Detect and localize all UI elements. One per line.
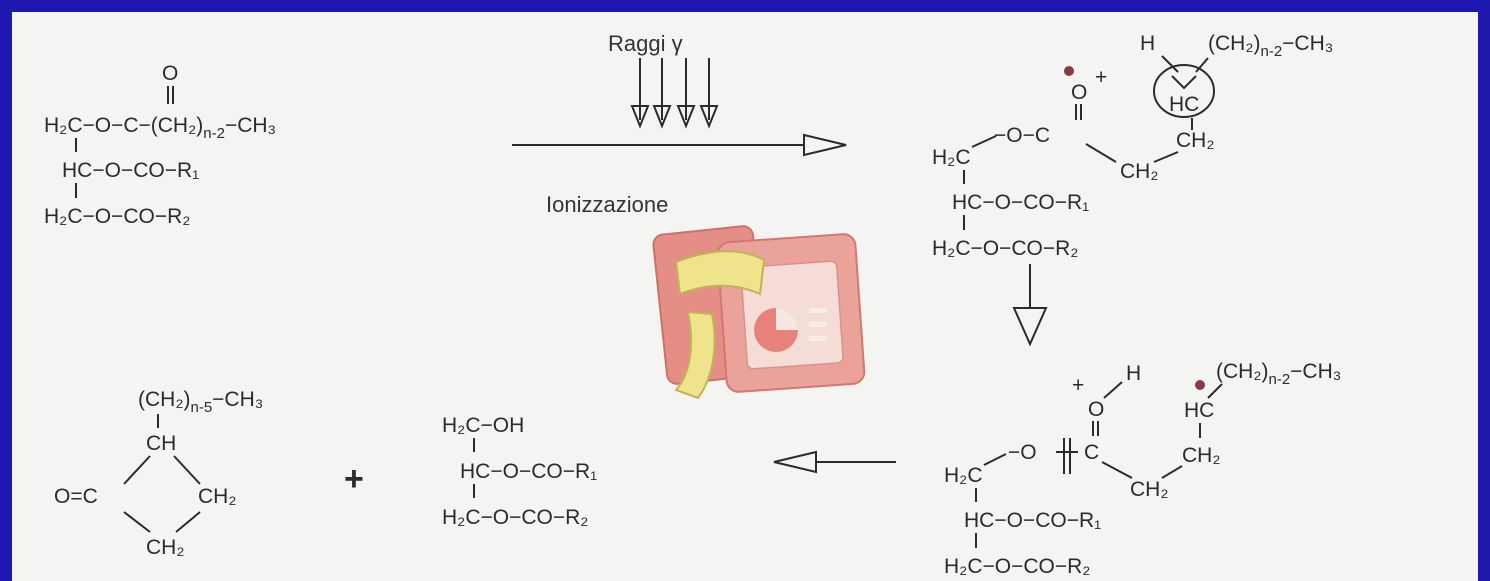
diglyceride-product: H₂C−OH HC−O−CO−R₁ H₂C−O−CO−R₂	[442, 414, 597, 529]
radiation-label: Raggi γ	[608, 31, 683, 56]
cation-ch2-a: CH₂	[1176, 129, 1214, 152]
rearranged-intermediate: + H O (CH₂)n-2−CH₃ HC CH₂ −O C CH₂ H₂C H…	[944, 360, 1341, 578]
process-label: Ionizzazione	[546, 192, 668, 217]
cyclo-bond-ch2-ch2	[175, 511, 201, 533]
reaction-diagram: O H₂C−O−C−(CH₂)n-2−CH₃ HC−O−CO−R₁ H₂C−O−…	[44, 31, 1341, 578]
cation-ch2-b: CH₂	[1120, 160, 1158, 183]
cyclo-ch2-bottom: CH₂	[146, 536, 184, 559]
cation-chain-bond	[1195, 57, 1209, 73]
radical-cation: H (CH₂)n-2−CH₃ HC + O −O−C CH₂ CH₂ H₂C H…	[932, 32, 1333, 260]
inter-radical-dot	[1195, 380, 1205, 390]
cyclo-chain: (CH₂)n-5−CH₃	[138, 388, 263, 416]
cation-bond-ch2-ch2	[1153, 151, 1179, 163]
inter-oh-bond	[1103, 381, 1123, 399]
diglyceride-row-3: H₂C−O−CO−R₂	[442, 506, 588, 529]
cation-top-h: H	[1140, 32, 1155, 55]
inter-row-2: HC−O−CO−R₁	[964, 509, 1101, 532]
reactant-row-2: HC−O−CO−R₁	[62, 159, 199, 182]
radical-v-mark	[1171, 75, 1197, 90]
rearrangement-arrow	[1012, 264, 1048, 347]
cation-ester: −O−C	[994, 124, 1050, 147]
inter-ch2-a: CH₂	[1182, 444, 1220, 467]
cation-hc: HC	[1169, 93, 1199, 116]
cation-bond-h2c-o	[971, 135, 997, 148]
carbonyl-oxygen: O	[162, 62, 178, 85]
inter-h: H	[1126, 362, 1141, 385]
inter-ester-o: −O	[1008, 441, 1037, 464]
cyclo-bond-c-ch2	[123, 511, 151, 533]
cation-h2c: H₂C	[932, 146, 970, 169]
inter-bond-ch2-ch2	[1161, 465, 1183, 479]
inter-bond-h2c-o	[983, 453, 1007, 466]
inter-h2c: H₂C	[944, 464, 982, 487]
cation-row-3: H₂C−O−CO−R₂	[932, 237, 1078, 260]
gamma-ray-arrows	[630, 58, 719, 129]
inter-ch2-b: CH₂	[1130, 478, 1168, 501]
cyclo-ch2-right: CH₂	[198, 485, 236, 508]
cation-bond-c-ch2	[1085, 143, 1117, 163]
inter-bond-c-ch2	[1101, 461, 1133, 479]
radical-dot	[1064, 66, 1074, 76]
inter-row-3: H₂C−O−CO−R₂	[944, 555, 1090, 578]
product-arrow	[773, 450, 896, 474]
cyclo-carbonyl: O=C	[54, 485, 98, 508]
cyclobutanone-product: (CH₂)n-5−CH₃ CH O=C CH₂ CH₂	[54, 388, 263, 559]
inter-oxygen: O	[1088, 398, 1104, 421]
cation-row-2: HC−O−CO−R₁	[952, 191, 1089, 214]
cation-oxygen: O	[1071, 81, 1087, 104]
reaction-arrow-1-head	[803, 133, 847, 157]
radical-site-circle	[1153, 64, 1215, 118]
inter-chain-bond	[1207, 383, 1223, 399]
cation-charge: +	[1095, 66, 1107, 89]
cyclo-bond-ch-c	[123, 455, 151, 485]
reactant-row-1: H₂C−O−C−(CH₂)n-2−CH₃	[44, 114, 276, 142]
cation-top-chain: (CH₂)n-2−CH₃	[1208, 32, 1333, 60]
reactant-row-3: H₂C−O−CO−R₂	[44, 205, 190, 228]
cyclo-bond-ch-ch2	[173, 455, 201, 485]
presentation-icon	[652, 225, 866, 400]
slide-canvas: O H₂C−O−C−(CH₂)n-2−CH₃ HC−O−CO−R₁ H₂C−O−…	[12, 12, 1478, 581]
inter-c: C	[1084, 441, 1099, 464]
inter-hc: HC	[1184, 399, 1214, 422]
diglyceride-row-1: H₂C−OH	[442, 414, 524, 437]
inter-charge: +	[1072, 374, 1084, 397]
cation-h-bond	[1161, 55, 1179, 73]
plus-sign: +	[344, 460, 364, 498]
reactant-triglyceride: O H₂C−O−C−(CH₂)n-2−CH₃ HC−O−CO−R₁ H₂C−O−…	[44, 62, 276, 228]
ionization-arrow-group: Raggi γ Ionizzazione	[512, 31, 847, 217]
inter-chain: (CH₂)n-2−CH₃	[1216, 360, 1341, 388]
cyclo-ch: CH	[146, 432, 176, 455]
diglyceride-row-2: HC−O−CO−R₁	[460, 460, 597, 483]
